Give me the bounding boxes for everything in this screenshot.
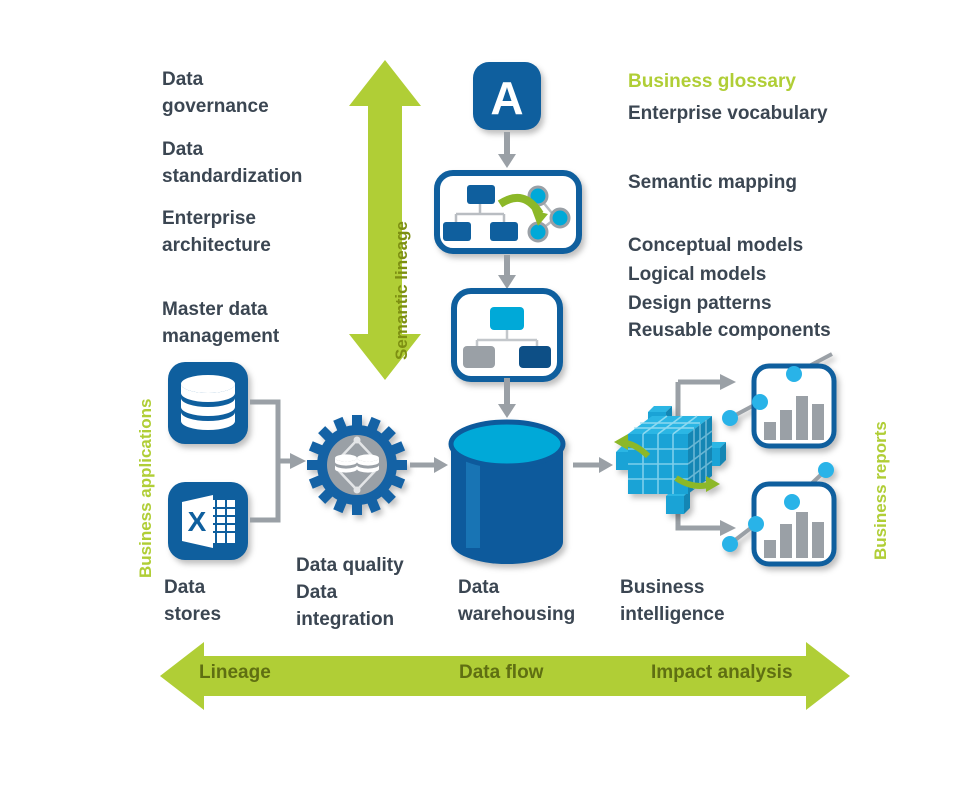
right-item-semantic-mapping: Semantic mapping [628, 172, 797, 193]
flow-label-data-flow: Data flow [459, 662, 544, 683]
semantic-mapping-icon [434, 170, 582, 254]
left-item-data-governance: Data governance [162, 69, 269, 117]
data-integration-gear-icon [305, 413, 409, 517]
semantic-lineage-arrow [349, 60, 421, 380]
right-item-conceptual-models: Conceptual models [628, 235, 804, 256]
connector-arrow-down-2 [498, 255, 516, 289]
semantic-lineage-label: Semantic lineage [392, 221, 411, 360]
left-item-enterprise-architecture: Enterprise architecture [162, 208, 271, 256]
svg-text:A: A [490, 72, 523, 124]
model-hierarchy-icon [451, 288, 563, 382]
left-item-data-standardization: Data standardization [162, 139, 303, 187]
connector-arrow-right-1 [410, 455, 448, 475]
olap-cube-icon [614, 404, 726, 516]
connector-arrow-down-3 [498, 378, 516, 418]
side-label-business-applications: Business applications [136, 398, 155, 579]
data-flow-arrow [160, 642, 850, 710]
data-warehouse-cylinder-icon [448, 419, 566, 564]
right-item-logical-models: Logical models [628, 264, 767, 285]
letter-a-badge-icon: A [473, 62, 541, 130]
bar-line-chart-icon-bottom [722, 460, 850, 578]
right-item-reusable-components: Reusable components [628, 320, 831, 341]
stage-label-business-intelligence: Business intelligence [620, 577, 725, 625]
database-cylinder-icon [168, 362, 248, 444]
right-item-enterprise-vocabulary: Enterprise vocabulary [628, 103, 828, 124]
stage-label-data-stores: Data stores [164, 577, 222, 625]
right-item-design-patterns: Design patterns [628, 293, 772, 314]
stage-label-data-quality-integration: Data quality Data integration [296, 555, 404, 630]
connector-merge-stores [248, 399, 310, 523]
side-label-business-reports: Business reports [871, 421, 890, 560]
stage-label-data-warehousing: Data warehousing [458, 577, 576, 625]
flow-label-lineage: Lineage [199, 662, 271, 683]
connector-arrow-right-2 [573, 455, 613, 475]
right-item-business-glossary: Business glossary [628, 71, 796, 92]
excel-spreadsheet-icon: X [168, 482, 248, 560]
connector-arrow-down-1 [498, 132, 516, 168]
flow-label-impact-analysis: Impact analysis [651, 662, 793, 683]
bar-line-chart-icon-top [722, 352, 850, 462]
left-item-master-data-management: Master data management [162, 299, 280, 347]
svg-text:X: X [188, 506, 207, 537]
